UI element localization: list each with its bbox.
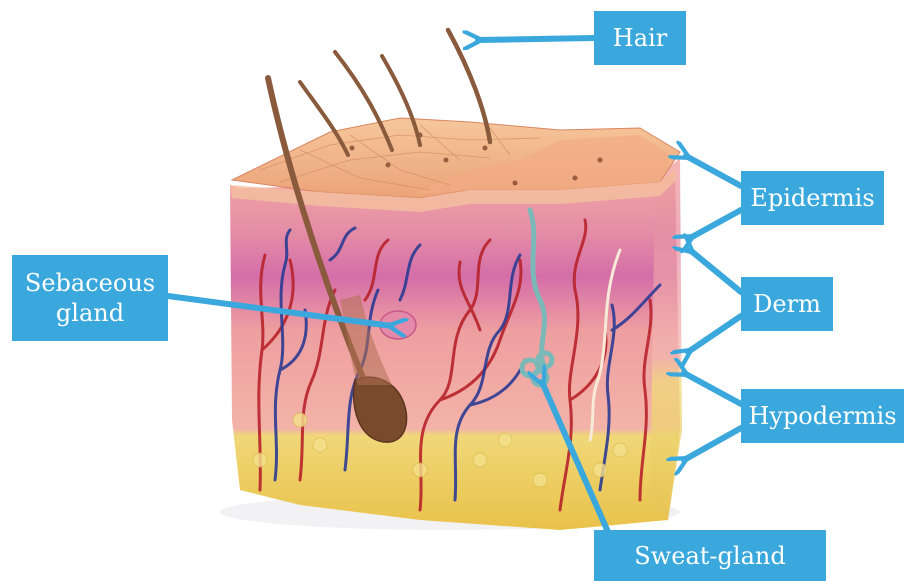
label-sebaceous-gland: Sebaceous gland (12, 255, 168, 341)
label-hypodermis-text: Hypodermis (748, 401, 896, 431)
skin-side-face (650, 158, 682, 520)
label-hypodermis: Hypodermis (741, 389, 904, 443)
arrow-hypodermis-bottom (684, 428, 741, 460)
label-hair-text: Hair (613, 23, 667, 53)
label-sweat-gland: Sweat-gland (594, 530, 826, 581)
arrow-epidermis-bottom (690, 210, 741, 238)
label-derm: Derm (741, 277, 833, 331)
arrow-hypodermis-top (684, 373, 741, 404)
arrow-derm-bottom (688, 316, 741, 352)
label-hair: Hair (594, 11, 686, 65)
arrow-derm-top (690, 250, 741, 292)
label-derm-text: Derm (753, 289, 821, 319)
label-sweat-gland-text: Sweat-gland (634, 541, 785, 571)
arrow-epidermis-top (686, 156, 741, 186)
label-epidermis: Epidermis (741, 171, 884, 225)
label-sebaceous-line1: Sebaceous (25, 268, 155, 298)
arrow-hair (478, 38, 594, 40)
label-epidermis-text: Epidermis (750, 183, 874, 213)
label-sebaceous-line2: gland (56, 298, 124, 328)
